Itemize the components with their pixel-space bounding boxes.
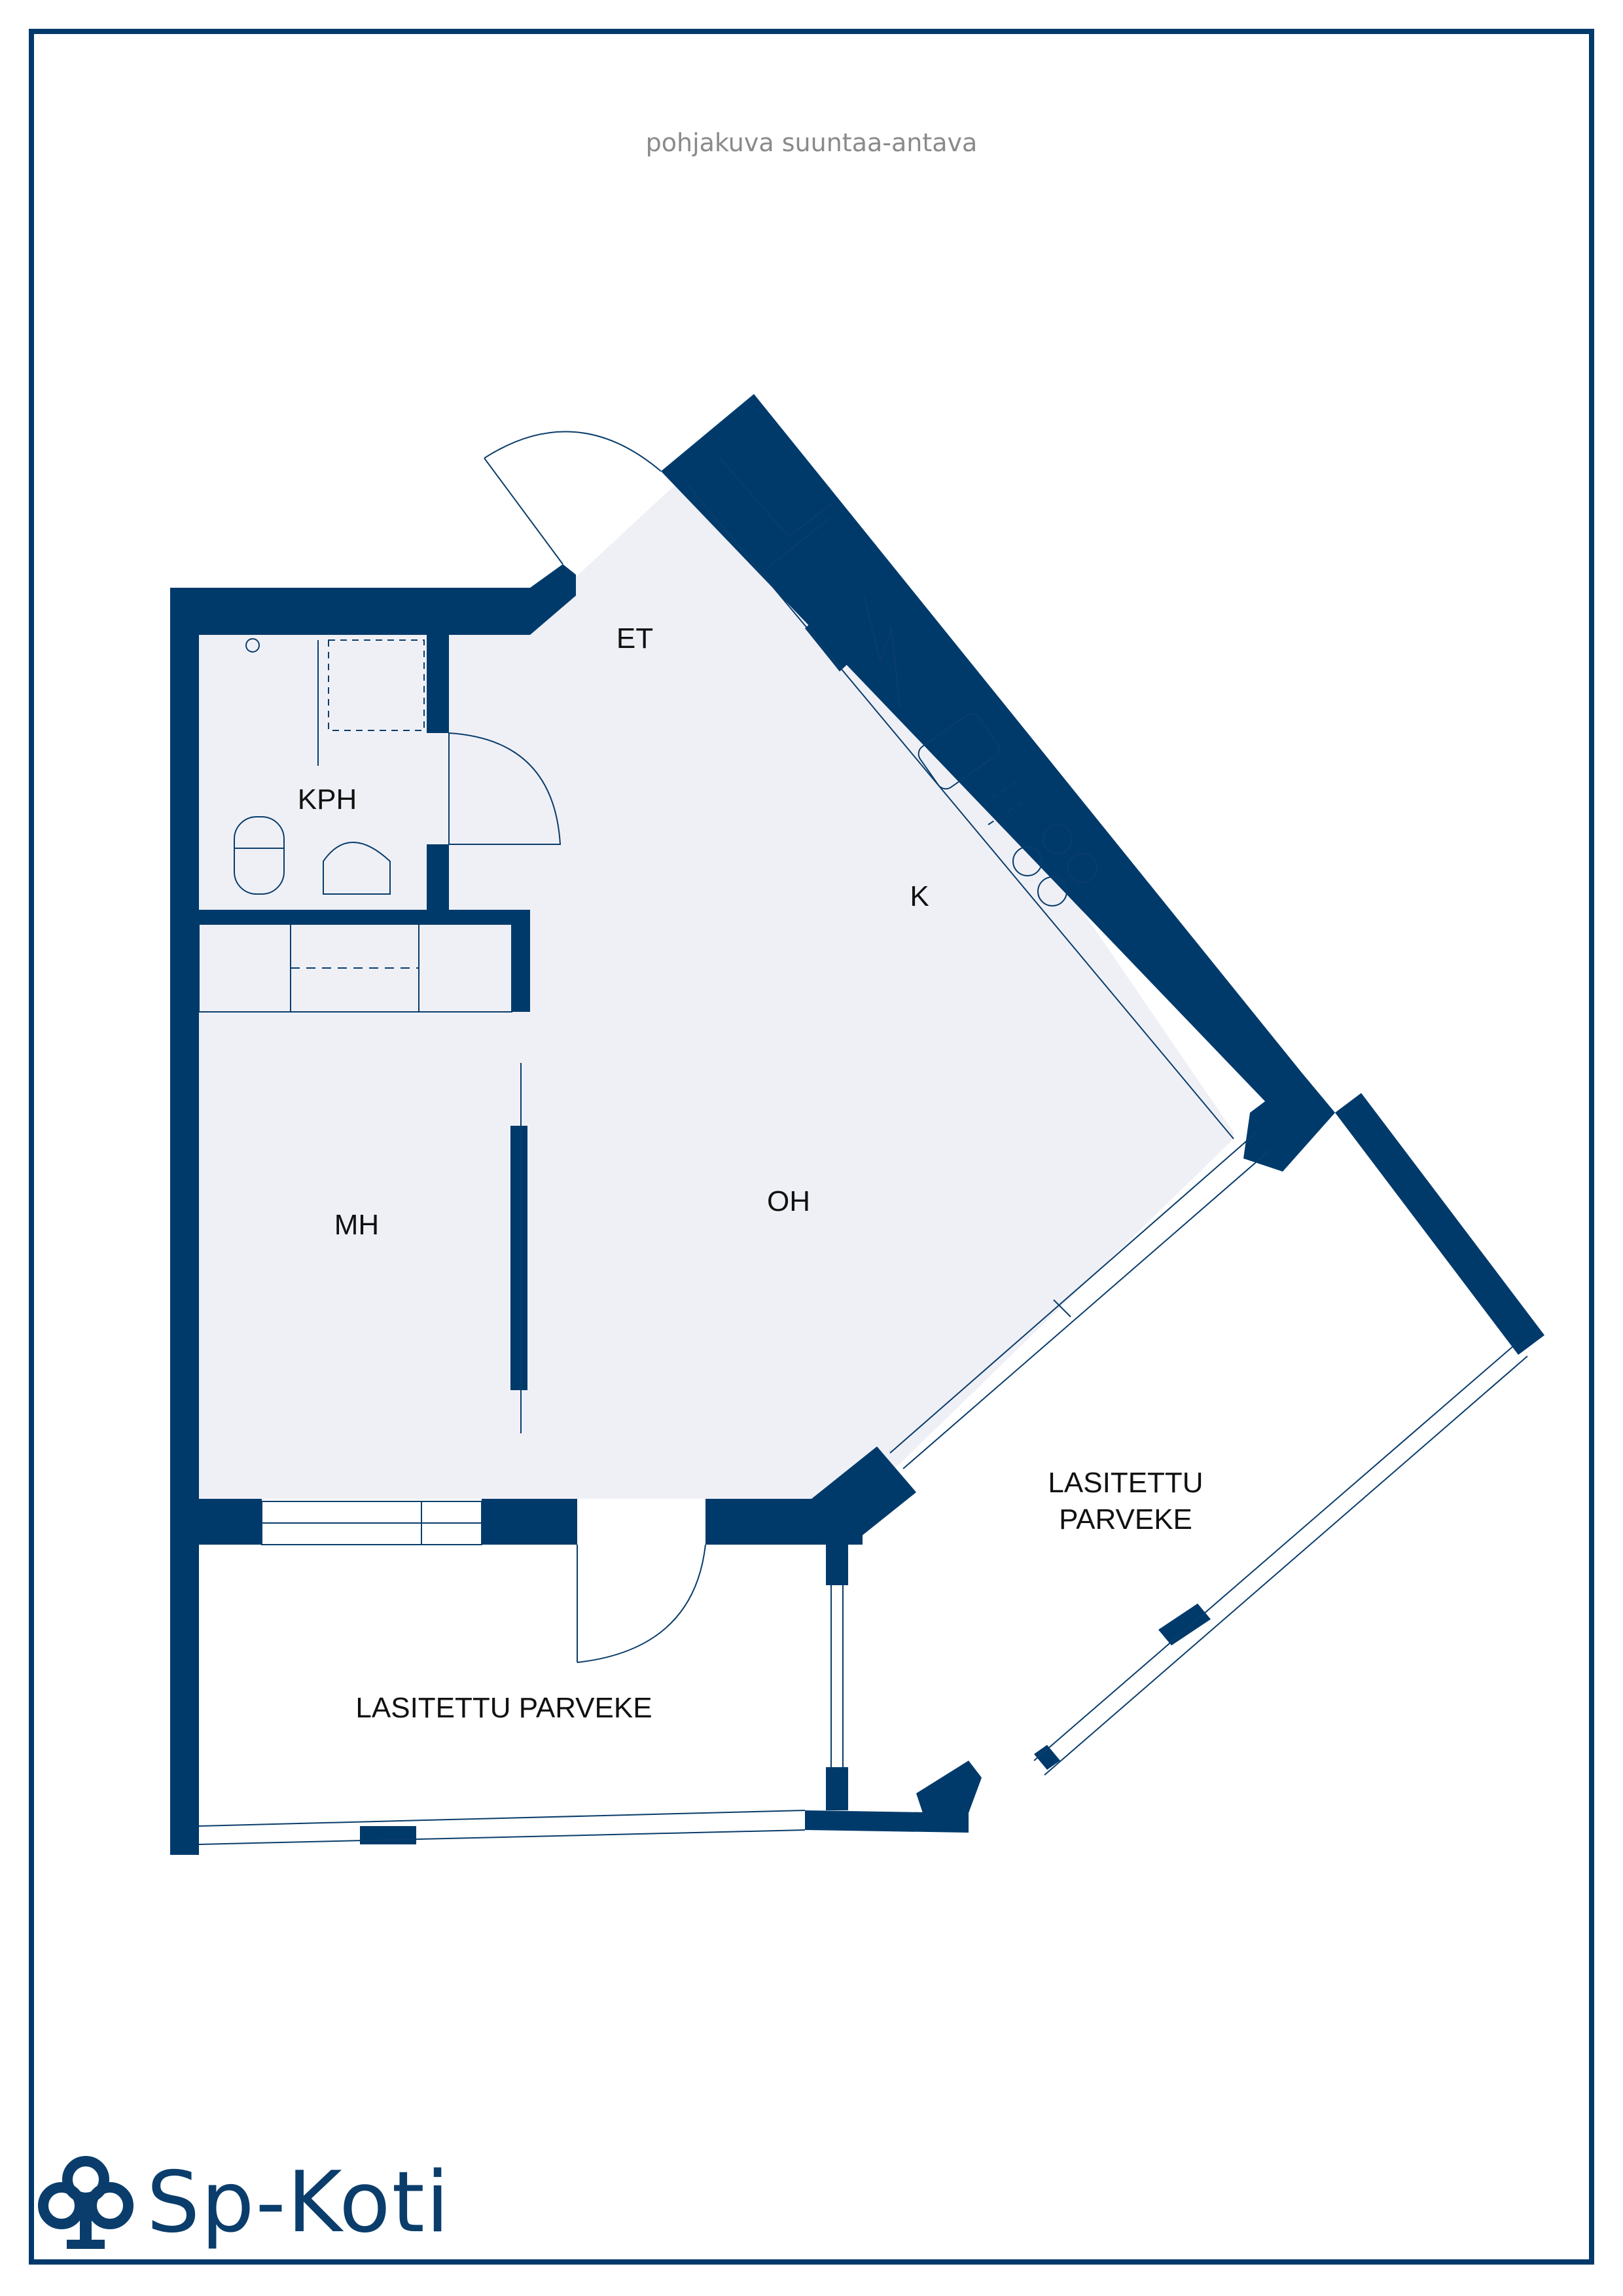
wall-bathroom-bottom: [199, 910, 530, 924]
balcony-right-glazing: [1033, 1341, 1519, 1761]
room-label-k: K: [910, 880, 929, 912]
shower-tray: [328, 639, 425, 731]
entry-door-leaf: [484, 457, 563, 565]
wall-bathroom-right-lower: [427, 844, 449, 910]
washbasin: [323, 842, 391, 895]
wall-balcony-mullion-1: [1158, 1604, 1211, 1645]
fridge-symbol: [863, 595, 901, 708]
wall-kitchen-stub: [805, 609, 861, 672]
brand-logo: Sp-Koti: [37, 2153, 450, 2251]
sliding-door-panel: [510, 1126, 527, 1390]
glazing-outer: [889, 1132, 1257, 1454]
wall-diagonal-upper: [661, 394, 1302, 1106]
wall-closet-end: [512, 910, 530, 1012]
room-label-balcony-bottom: LASITETTU PARVEKE: [355, 1692, 652, 1724]
kitchen-sink: [918, 713, 1000, 790]
room-label-mh: MH: [334, 1209, 380, 1241]
toilet: [234, 816, 285, 895]
wall-balcony-mullion-2: [1034, 1745, 1060, 1770]
bathroom-door-arc: [448, 732, 562, 845]
cloverleaf-tree-icon: [38, 2156, 134, 2249]
kitchen-counter-edge: [687, 484, 1234, 1139]
wall-balcony-right-corner: [916, 1761, 982, 1813]
wall-bottom-mid: [482, 1499, 577, 1545]
main-floor: [199, 419, 1234, 1499]
bathroom-floor: [199, 627, 441, 910]
hob-ring-4: [1067, 853, 1097, 883]
entry-door-arc: [484, 431, 662, 472]
closet-row: [198, 924, 512, 1013]
floorplan-disclaimer: pohjakuva suuntaa-antava: [645, 128, 978, 157]
wall-left: [170, 588, 199, 1855]
wall-balcony-right-outer: [1335, 1093, 1544, 1355]
page-border: [29, 29, 1594, 2265]
room-label-et: ET: [616, 622, 654, 655]
brand-name: Sp-Koti: [147, 2153, 451, 2251]
room-label-oh: OH: [767, 1185, 810, 1217]
room-label-balcony-right: LASITETTU PARVEKE: [1048, 1467, 1204, 1535]
hob-ring-3: [1037, 876, 1067, 906]
balcony-bottom-glazing: [198, 1810, 806, 1827]
room-label-kph: KPH: [297, 783, 357, 816]
fixtures: [198, 431, 1528, 1845]
wall-bottom-left-corner: [170, 1826, 199, 1855]
wall-balcony-divider-bottom: [826, 1767, 848, 1810]
wall-balcony-corner: [812, 1446, 916, 1545]
wall-balcony-bottom-right: [805, 1810, 969, 1833]
wall-bottom-left: [199, 1499, 262, 1545]
wall-bathroom-right-upper: [427, 635, 449, 733]
wall-balcony-divider-top: [826, 1545, 848, 1585]
wall-entry-corner: [530, 564, 576, 635]
wall-top-bathroom: [170, 588, 530, 635]
hob-ring-1: [1012, 846, 1043, 876]
walls: [170, 394, 1544, 1855]
wall-balcony-bottom-post: [360, 1826, 416, 1844]
balcony-door-arc: [577, 1544, 706, 1663]
shower-head: [245, 638, 260, 653]
wall-corner-pillar: [1243, 1073, 1335, 1172]
hob-ring-2: [1043, 824, 1073, 854]
